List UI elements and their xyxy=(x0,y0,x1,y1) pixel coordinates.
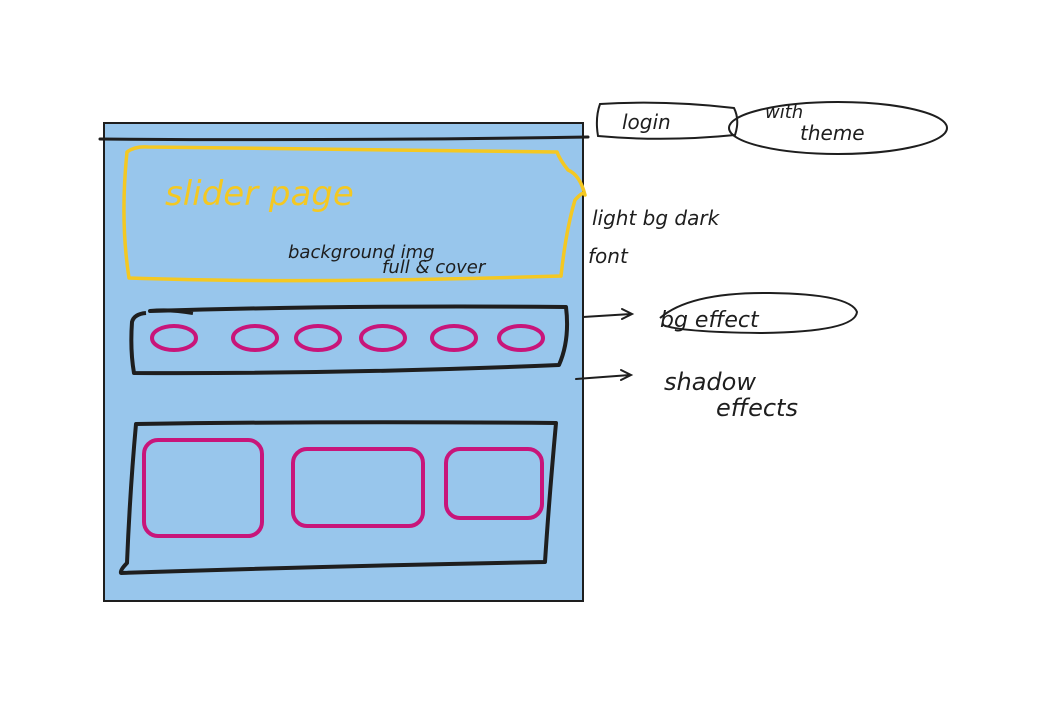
shadow-note-line2: effects xyxy=(716,394,798,422)
circle-strip xyxy=(129,304,570,376)
circle-item xyxy=(150,324,198,352)
circle-item xyxy=(497,324,545,352)
login-bubble xyxy=(595,101,739,140)
card-item xyxy=(291,447,425,528)
bg-effect-bubble xyxy=(659,291,859,335)
theme-label-line2: theme xyxy=(800,121,865,145)
light-bg-note-line1: light bg dark xyxy=(592,206,721,230)
circle-item xyxy=(294,324,342,352)
slider-note-line1: background img xyxy=(288,242,435,263)
slider-note-line2: full & cover xyxy=(382,257,487,278)
theme-bubble xyxy=(728,101,948,155)
page-frame xyxy=(103,122,584,602)
login-label: login xyxy=(622,110,671,134)
circle-item xyxy=(359,324,407,352)
slider-box xyxy=(122,145,587,283)
circle-item xyxy=(430,324,478,352)
card-item xyxy=(444,447,544,520)
header-line xyxy=(98,135,590,142)
shadow-note-line1: shadow xyxy=(664,368,756,396)
circle-row xyxy=(150,324,545,352)
theme-label-line1: with xyxy=(765,102,803,123)
slider-title: slider page xyxy=(165,174,354,214)
bg-effect-arrow xyxy=(582,308,635,320)
light-bg-note-line2: font xyxy=(588,244,629,268)
card-strip xyxy=(118,420,558,575)
circle-item xyxy=(231,324,279,352)
shadow-arrow xyxy=(575,369,634,381)
card-item xyxy=(142,438,264,538)
card-row xyxy=(142,438,544,538)
bg-effect-label: bg effect xyxy=(660,308,760,333)
